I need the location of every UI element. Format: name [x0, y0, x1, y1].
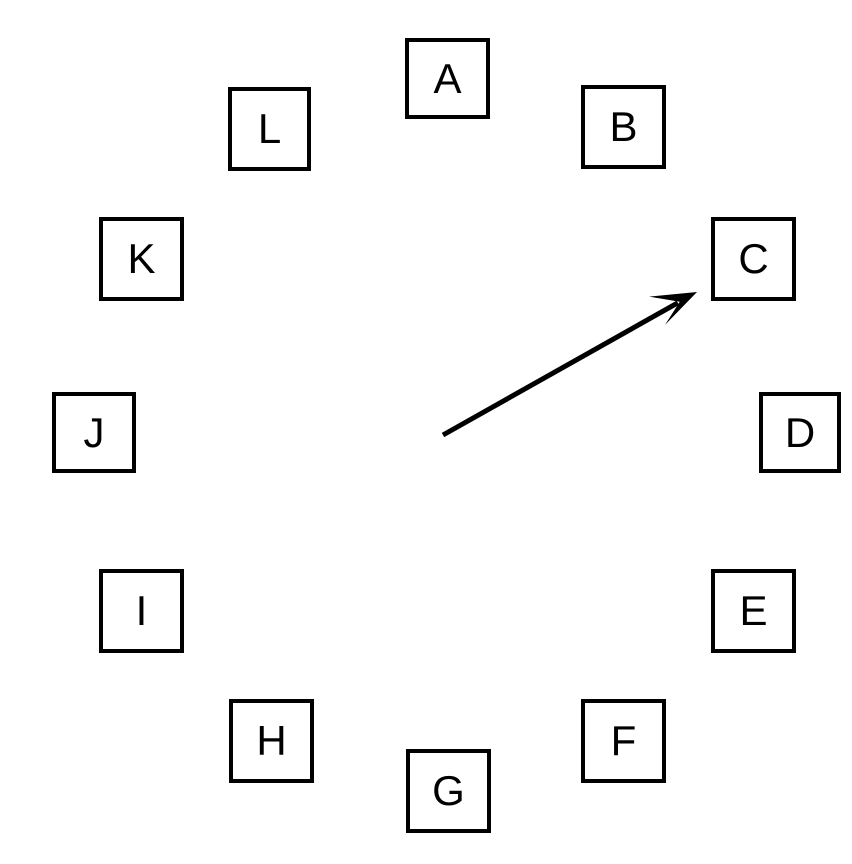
node-box-c[interactable]: C: [711, 217, 796, 301]
node-box-j[interactable]: J: [52, 392, 136, 473]
node-label-h: H: [256, 717, 287, 764]
node-box-b[interactable]: B: [581, 85, 666, 169]
node-box-h[interactable]: H: [229, 699, 314, 783]
node-label-f: F: [610, 717, 637, 764]
node-box-e[interactable]: E: [711, 569, 796, 653]
node-box-k[interactable]: K: [99, 217, 184, 301]
node-label-a: A: [433, 54, 462, 102]
node-label-j: J: [83, 408, 105, 456]
node-label-i: I: [135, 587, 148, 634]
arrow-head-icon: [649, 292, 697, 325]
node-box-f[interactable]: F: [581, 699, 666, 783]
node-box-g[interactable]: G: [406, 749, 491, 833]
node-label-c: C: [738, 235, 769, 282]
node-box-i[interactable]: I: [99, 569, 184, 653]
node-label-b: B: [609, 103, 638, 150]
node-label-l: L: [257, 105, 282, 152]
arrow-shaft: [441, 300, 680, 438]
node-label-g: G: [432, 767, 465, 814]
node-box-a[interactable]: A: [405, 38, 490, 119]
node-box-d[interactable]: D: [759, 392, 841, 473]
node-label-d: D: [784, 408, 816, 456]
node-box-l[interactable]: L: [228, 87, 311, 171]
node-label-k: K: [127, 235, 156, 282]
pointer-arrow: [441, 292, 697, 438]
node-label-e: E: [739, 587, 768, 634]
